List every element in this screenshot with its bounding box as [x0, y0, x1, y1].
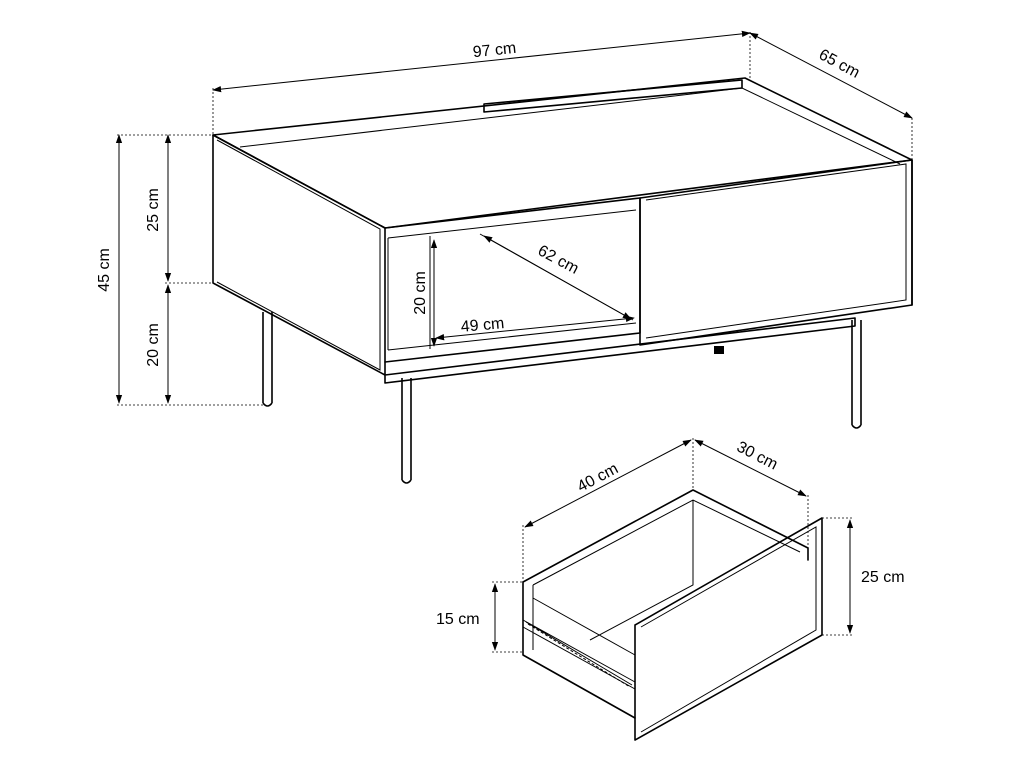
label-leg-height: 20 cm — [145, 323, 162, 367]
leg-front-left — [401, 378, 412, 484]
drawer-detail — [522, 489, 823, 741]
bottom-rail — [384, 317, 856, 384]
drawer-dimension-lines — [491, 438, 854, 653]
left-side-panel — [212, 134, 386, 376]
leg-back-left — [262, 312, 273, 407]
label-drawer-depth: 30 cm — [734, 439, 781, 474]
label-shelf-height: 20 cm — [412, 271, 429, 315]
label-total-height: 45 cm — [96, 248, 113, 292]
drawer-runner — [522, 619, 636, 690]
table-dimension-lines — [115, 30, 913, 406]
drawer-box — [522, 489, 809, 719]
label-shelf-width: 49 cm — [460, 315, 505, 336]
label-body-height: 25 cm — [145, 188, 162, 232]
label-drawer-width: 40 cm — [575, 460, 621, 495]
drawer-knob — [714, 346, 724, 354]
label-table-depth: 65 cm — [816, 46, 862, 81]
leg-front-right — [851, 320, 862, 429]
back-rail — [483, 79, 743, 113]
drawer-front — [634, 517, 823, 741]
table-top — [212, 77, 913, 229]
label-drawer-front-height: 25 cm — [861, 569, 905, 586]
label-table-width: 97 cm — [472, 40, 517, 61]
label-drawer-box-height: 15 cm — [436, 611, 480, 628]
label-shelf-diagonal: 62 cm — [535, 242, 581, 277]
drawer-front-table — [639, 159, 913, 346]
